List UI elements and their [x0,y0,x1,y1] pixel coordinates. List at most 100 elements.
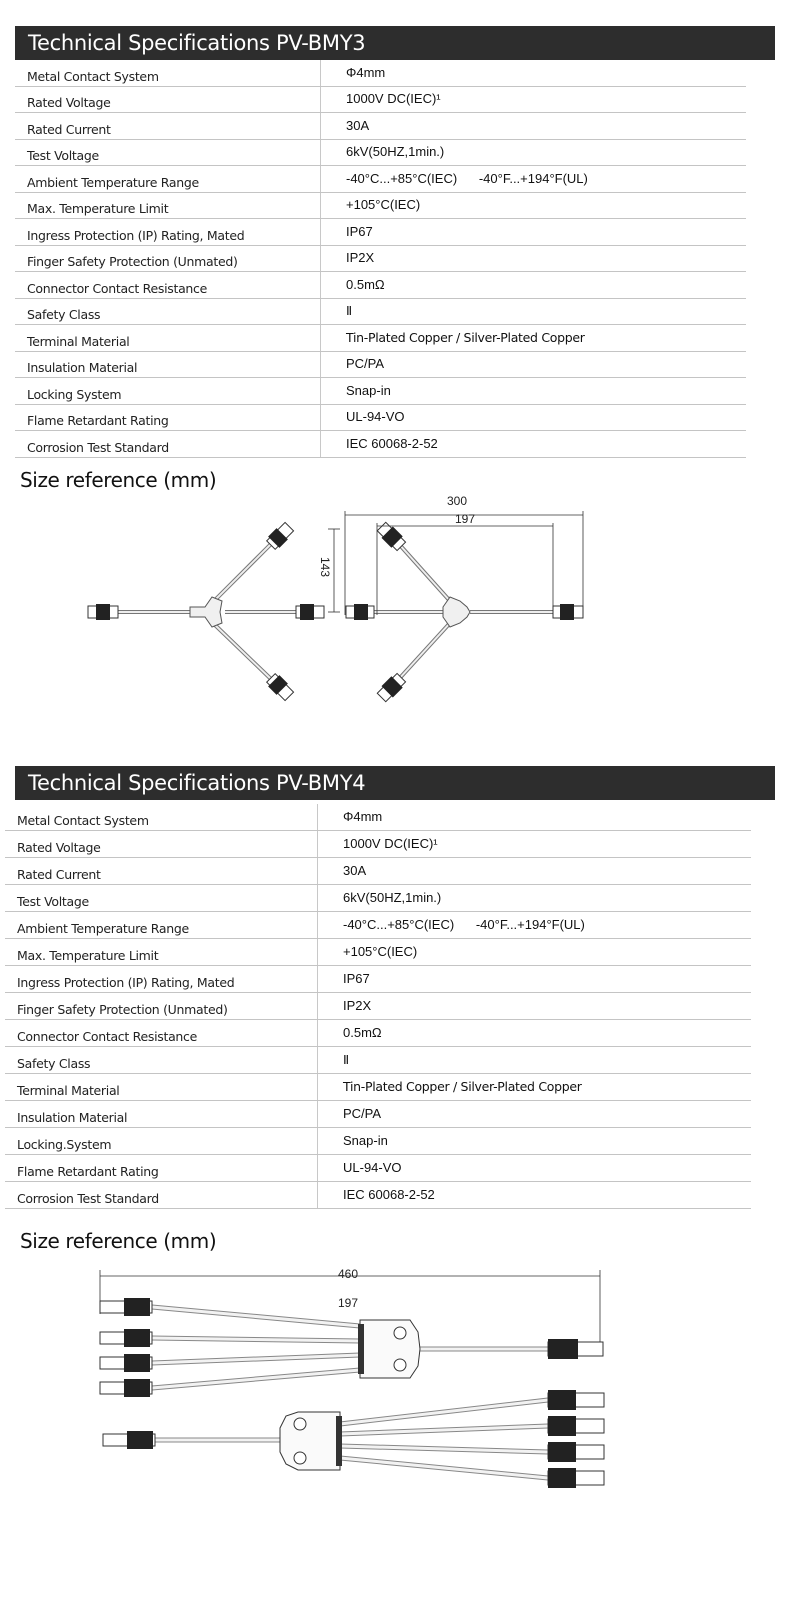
dim-overall-bmy3: 300 [447,495,467,508]
bmy4-upper-right-connector [547,1339,604,1359]
spec-row: Finger Safety Protection (Unmated) IP2X [5,993,751,1020]
section2-title: Technical Specifications PV-BMY4 [15,766,775,800]
spec-label: Rated Voltage [17,840,101,855]
spec-value: -40°C...+85°C(IEC) -40°F...+194°F(UL) [346,170,588,186]
section1-title: Technical Specifications PV-BMY3 [15,26,775,60]
spec-row: Ambient Temperature Range-40°C...+85°C(I… [5,912,751,939]
spec-value: IEC 60068-2-52 [346,435,438,451]
row-divider [5,911,751,912]
bmy3-left-connector-bottom [265,672,295,702]
bmy3-size-diagram: 300 197 143 [87,495,584,703]
row-divider [5,1019,751,1020]
spec-label: Max. Temperature Limit [17,948,159,963]
row-divider [5,857,751,858]
spec-value: +105°C(IEC) [346,197,421,212]
row-divider [5,1100,751,1101]
spec-value: PC/PA [346,356,385,371]
bmy4-size-diagram: 460 197 [99,1267,605,1488]
spec-row: Locking.System Snap-in [5,1128,751,1155]
spec-label: Connector Contact Resistance [17,1029,198,1044]
spec-value: 6kV(50HZ,1min.) [343,890,442,905]
spec-value: Ⅱ [343,1052,349,1067]
bmy3-right-connector-top [376,521,407,552]
spec-value: Tin-Plated Copper / Silver-Plated Copper [346,329,585,345]
row-divider [5,965,751,966]
row-divider [5,1046,751,1047]
spec-value: IEC 60068-2-52 [343,1187,435,1202]
spec-row: Terminal Material Tin-Plated Copper / Sil… [5,1074,751,1101]
row-divider [5,1127,751,1128]
bmy4-lower-assembly [155,1397,549,1481]
spec-value: Tin-Plated Copper / Silver-Plated Copper [343,1079,582,1094]
row-divider [15,244,746,246]
column-divider [320,60,321,458]
spec-row: Test Voltage 6kV(50HZ,1min.) [15,140,755,166]
spec-label: Ambient Temperature Range [27,174,199,190]
spec-row: Max. Temperature Limit +105°C(IEC) [5,939,751,966]
spec-value: +105°C(IEC) [343,944,418,959]
dim-inner-bmy3: 197 [455,512,475,526]
spec-value: IP67 [346,223,373,239]
spec-label: Finger Safety Protection (Unmated) [17,1002,228,1017]
spec-label: Safety Class [27,307,101,322]
spec-label: Safety Class [17,1056,91,1071]
spec-row: Safety Class Ⅱ [5,1047,751,1074]
dim-height-bmy3: 143 [318,557,332,577]
spec-label: Rated Current [27,121,111,137]
row-divider [15,85,746,87]
row-divider [15,350,746,352]
spec-value: -40°C...+85°C(IEC) -40°F...+194°F(UL) [343,917,585,932]
column-divider [317,804,318,1209]
bmy3-left-connector-top [265,521,295,551]
spec-label: Locking.System [17,1137,112,1152]
dim-overall-bmy4: 460 [338,1267,358,1281]
spec-value: IP2X [346,250,375,265]
spec-label: Metal Contact System [27,68,159,84]
spec-value: Φ4mm [343,809,383,824]
bmy4-upper-left-connectors [99,1298,153,1397]
spec-value: 30A [343,863,367,878]
row-divider [15,218,746,219]
spec-row: Terminal Material Tin-Plated Copper / Sil… [15,325,755,352]
spec-value: 0.5mΩ [343,1025,382,1040]
row-divider [15,456,746,458]
row-divider [15,377,746,378]
row-divider [15,403,746,405]
row-divider [5,992,751,993]
spec-row: Corrosion Test Standard IEC 60068-2-52 [5,1182,751,1209]
bmy3-right-connector-end [552,604,584,620]
bmy3-right-connector-main [345,604,375,620]
spec-value: 30A [346,117,370,133]
spec-label: Insulation Material [17,1110,128,1125]
spec-row: Ambient Temperature Range -40°C...+85°C(I… [15,166,755,193]
spec-value: 6kV(50HZ,1min.) [346,144,445,159]
row-divider [15,430,746,431]
dim-inner-bmy4: 197 [338,1296,358,1310]
bmy4-lower-right-connectors [547,1390,605,1488]
spec-label: Test Voltage [27,148,99,163]
spec-label: Corrosion Test Standard [17,1191,159,1206]
spec-label: Terminal Material [27,333,130,349]
spec-label: Max. Temperature Limit [27,201,169,216]
spec-value: IP2X [343,998,372,1013]
spec-label: Terminal Material [17,1083,120,1098]
spec-row: Finger Safety Protection (Unmated)IP2X [15,246,755,272]
row-divider [5,830,751,831]
spec-label: Test Voltage [17,894,89,909]
spec-value: Snap-in [343,1133,388,1148]
spec-value: Ⅱ [346,303,352,318]
row-divider [15,165,746,166]
bmy4-lower-left-connector [102,1431,156,1449]
bmy3-left-connector-main [87,604,119,620]
bmy3-right-assembly [372,541,553,682]
